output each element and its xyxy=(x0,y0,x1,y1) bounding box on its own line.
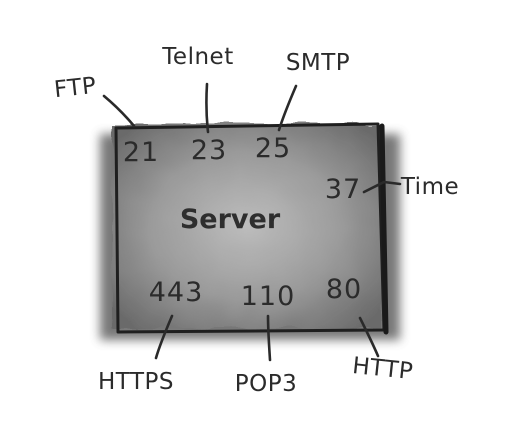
server-label: Server xyxy=(180,204,281,235)
port-https: 443 xyxy=(149,277,204,308)
leader-time xyxy=(362,180,402,194)
protocol-https: HTTPS xyxy=(98,369,174,395)
protocol-telnet: Telnet xyxy=(161,44,233,70)
protocol-smtp: SMTP xyxy=(286,50,350,76)
leader-smtp xyxy=(277,84,298,132)
port-telnet: 23 xyxy=(191,135,227,166)
protocol-pop3: POP3 xyxy=(235,371,297,397)
leader-http xyxy=(358,316,380,358)
leader-https xyxy=(154,314,174,360)
server-box xyxy=(100,122,400,340)
protocol-ftp: FTP xyxy=(53,73,98,103)
port-smtp: 25 xyxy=(255,133,291,164)
protocol-time: Time xyxy=(400,174,459,200)
protocol-http: HTTP xyxy=(351,353,414,385)
server-box-outline-edge xyxy=(379,123,389,335)
server-box-body xyxy=(112,124,382,328)
leader-telnet xyxy=(205,82,210,134)
port-http: 80 xyxy=(326,274,362,305)
port-time: 37 xyxy=(325,174,361,205)
leader-ftp xyxy=(102,94,136,128)
port-pop3: 110 xyxy=(241,281,296,312)
leader-pop3 xyxy=(266,314,272,362)
port-ftp: 21 xyxy=(123,137,159,168)
